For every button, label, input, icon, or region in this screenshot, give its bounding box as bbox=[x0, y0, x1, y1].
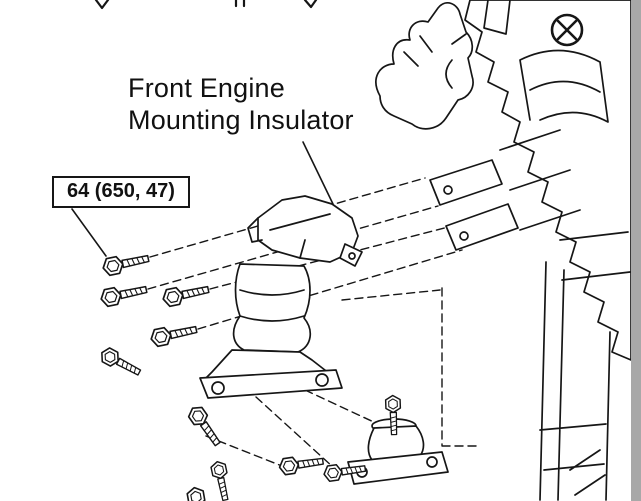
bolt-6 bbox=[185, 402, 226, 450]
bolt-4 bbox=[148, 320, 199, 349]
insulator-rubber-body bbox=[232, 263, 312, 353]
lower-mounting-insulator-drawing bbox=[347, 418, 449, 485]
part-label-line1: Front Engine bbox=[128, 73, 285, 103]
part-label-leader-line bbox=[302, 141, 334, 205]
engine-block-drawing bbox=[375, 0, 632, 501]
bolt-7 bbox=[209, 459, 234, 501]
bolt-10-cropped bbox=[185, 485, 211, 501]
leader-lines bbox=[71, 141, 334, 257]
engine-mount-plate-lower bbox=[445, 203, 519, 251]
torque-callout-leader-line bbox=[71, 208, 107, 257]
part-label-front-engine-mounting-insulator: Front Engine Mounting Insulator bbox=[128, 72, 354, 136]
engine-bracket-arm bbox=[375, 2, 474, 130]
bolt-1 bbox=[100, 249, 151, 278]
front-engine-mounting-insulator-drawing bbox=[199, 195, 363, 399]
engine-mount-plate-upper bbox=[429, 159, 503, 206]
bolt-2 bbox=[98, 280, 149, 309]
circled-x-icon bbox=[550, 13, 584, 47]
bolt-5 bbox=[97, 344, 144, 381]
insulator-bracket bbox=[257, 195, 359, 263]
insulator-base-flange bbox=[199, 369, 343, 399]
torque-spec-callout: 64 (650, 47) bbox=[52, 176, 190, 208]
cropped-text-remnant bbox=[94, 0, 318, 10]
bolt-8 bbox=[277, 452, 325, 477]
part-label-line2: Mounting Insulator bbox=[128, 105, 354, 135]
scrollbar-track[interactable] bbox=[631, 0, 641, 501]
bolt-3 bbox=[160, 280, 211, 309]
lower-insulator-flange bbox=[347, 451, 449, 485]
engine-main-mass bbox=[464, 0, 632, 361]
